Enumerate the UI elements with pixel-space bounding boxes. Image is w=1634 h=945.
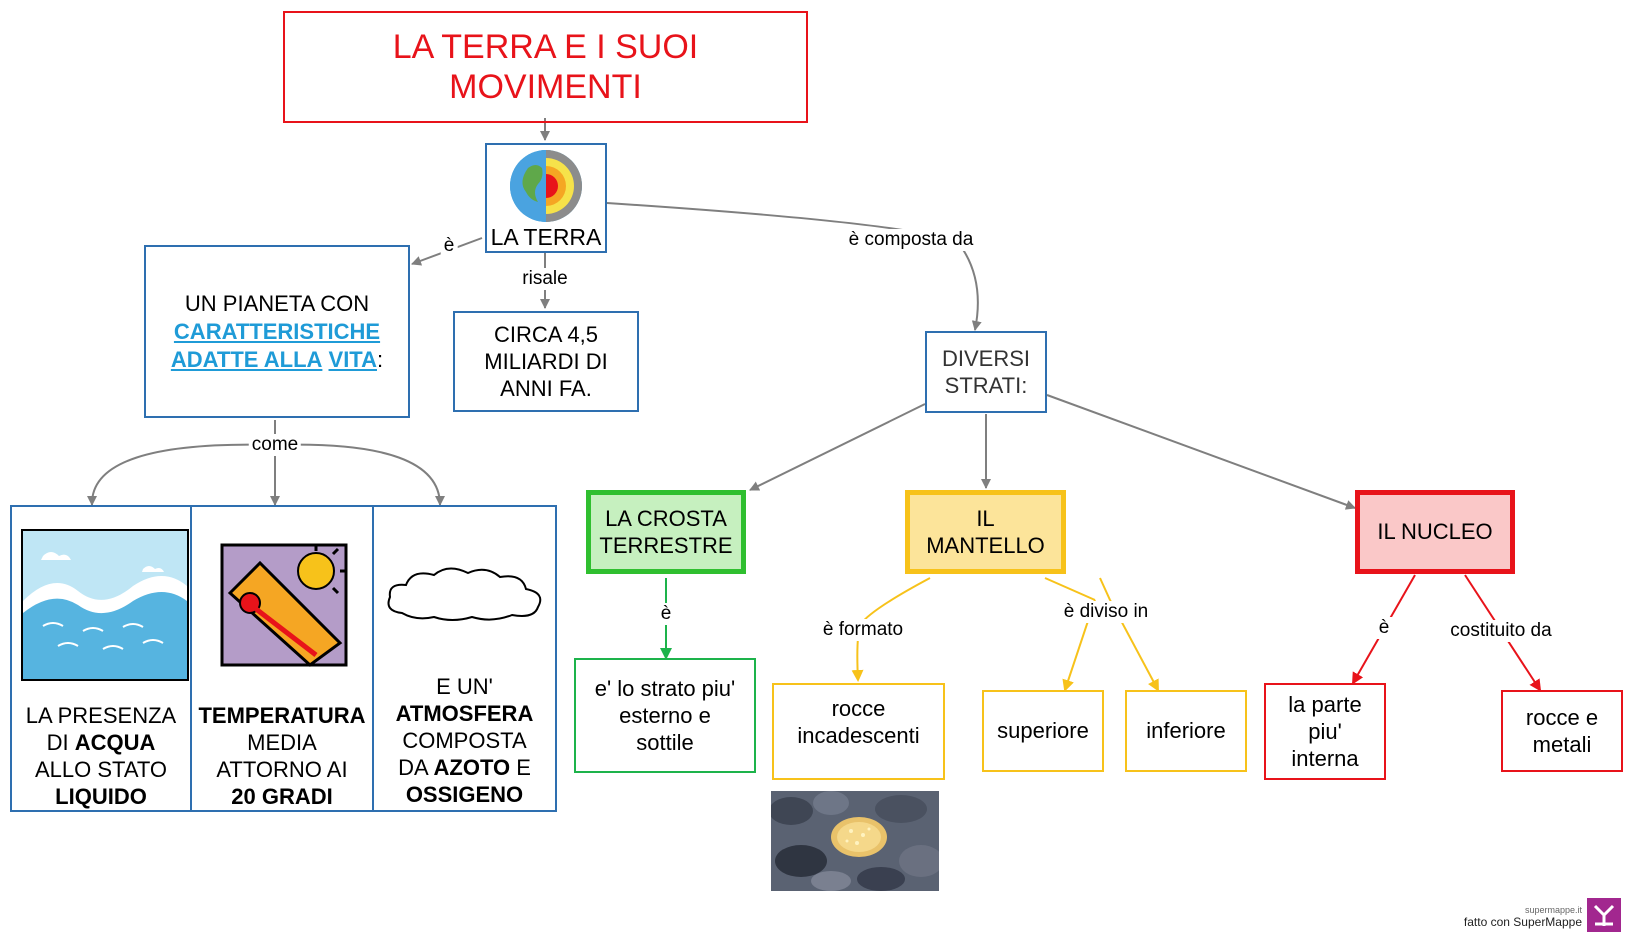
atm-l4b: AZOTO <box>433 755 511 780</box>
pianeta-node: UN PIANETA CON CARATTERISTICHE ADATTE AL… <box>144 245 410 418</box>
superiore-node: superiore <box>982 690 1104 772</box>
inferiore-label: inferiore <box>1146 718 1226 743</box>
vita-link[interactable]: VITA <box>328 346 377 372</box>
atm-l3: COMPOSTA <box>402 728 527 753</box>
eta-line1: CIRCA 4,5 <box>494 322 598 347</box>
rocce-incandescenti-node: rocce incadescenti <box>772 683 945 780</box>
crosta-node: LA CROSTA TERRESTRE <box>586 490 746 574</box>
adatte-alla-link[interactable]: ADATTE ALLA <box>170 346 323 372</box>
footer-brand: supermappe.it fatto con SuperMappe <box>1464 905 1582 929</box>
parte-line3: interna <box>1291 746 1359 771</box>
crosta-desc3: sottile <box>636 730 694 755</box>
earth-to-strati-connector <box>606 202 982 331</box>
link-label-e-nucleo: è <box>1375 617 1393 639</box>
link-label-risale: risale <box>519 268 571 290</box>
temp-l1: TEMPERATURA <box>198 703 366 728</box>
inferiore-node: inferiore <box>1125 690 1247 772</box>
glowing-rocks-photo <box>771 791 939 891</box>
pianeta-line1: UN PIANETA CON <box>184 290 370 316</box>
acqua-l4: LIQUIDO <box>55 784 147 809</box>
acqua-l2b: ACQUA <box>74 730 156 755</box>
pianeta-colon: : <box>377 346 384 372</box>
atm-l5: OSSIGENO <box>405 782 524 807</box>
parte-line1: la parte <box>1288 692 1362 717</box>
rm-line2: metali <box>1532 732 1592 757</box>
temp-l3: ATTORNO AI <box>216 757 348 782</box>
thermometer-sun-icon <box>220 543 348 667</box>
link-label-costituito: costituito da <box>1447 620 1555 642</box>
crosta-line1: LA CROSTA <box>605 506 727 531</box>
strati-to-nucleo-connector <box>1046 394 1356 510</box>
main-title-box: LA TERRA E I SUOI MOVIMENTI <box>283 11 808 123</box>
strati-line1: DIVERSI <box>941 346 1031 371</box>
crosta-desc-node: e' lo strato piu' esterno e sottile <box>574 658 756 773</box>
card-atmosfera: E UN' ATMOSFERA COMPOSTA DA AZOTO E OSSI… <box>372 505 557 812</box>
link-label-e-crosta: è <box>657 603 675 625</box>
rm-line1: rocce e <box>1525 705 1599 730</box>
mantello-line2: MANTELLO <box>926 533 1045 558</box>
mantello-node: IL MANTELLO <box>905 490 1066 574</box>
superiore-label: superiore <box>997 718 1089 743</box>
supermappe-logo-icon <box>1587 898 1621 932</box>
link-label-e-left: è <box>440 235 458 257</box>
eta-line2: MILIARDI DI <box>484 349 608 374</box>
link-label-come: come <box>248 434 302 456</box>
parte-line2: piu' <box>1308 719 1342 744</box>
footer-text: fatto con SuperMappe <box>1463 915 1582 929</box>
temp-l2: MEDIA <box>247 730 317 755</box>
water-waves-icon <box>21 529 189 681</box>
atm-l1: E UN' <box>436 674 493 699</box>
acqua-text: LA PRESENZA DI ACQUA ALLO STATO LIQUIDO <box>12 702 190 810</box>
acqua-l2a: DI <box>46 730 75 755</box>
atm-l4a: DA <box>398 755 434 780</box>
temp-l4: 20 GRADI <box>231 784 333 809</box>
rocce-metalli-node: rocce e metali <box>1501 690 1623 772</box>
cloud-icon <box>387 567 542 621</box>
link-label-diviso: è diviso in <box>1060 601 1152 623</box>
footer-small: supermappe.it <box>1524 905 1582 915</box>
main-title-line2: MOVIMENTI <box>449 68 642 106</box>
strati-node: DIVERSI STRATI: <box>925 331 1047 413</box>
caratteristiche-link[interactable]: CARATTERISTICHE <box>173 318 381 344</box>
rocce-line2: incadescenti <box>797 723 920 748</box>
earth-layers-icon <box>510 150 582 222</box>
pianeta-to-cards-connector <box>90 420 441 506</box>
earth-node: LA TERRA <box>485 143 607 253</box>
link-label-composta: è composta da <box>845 229 977 251</box>
temp-text: TEMPERATURA MEDIA ATTORNO AI 20 GRADI <box>192 702 372 810</box>
acqua-l3: ALLO STATO <box>34 757 168 782</box>
main-title-line1: LA TERRA E I SUOI <box>392 28 699 66</box>
crosta-desc2: esterno e <box>619 703 711 728</box>
crosta-desc1: e' lo strato piu' <box>594 676 736 701</box>
eta-node: CIRCA 4,5 MILIARDI DI ANNI FA. <box>453 311 639 412</box>
parte-interna-node: la parte piu' interna <box>1264 683 1386 780</box>
acqua-l1: LA PRESENZA <box>25 703 177 728</box>
earth-label: LA TERRA <box>490 224 602 250</box>
card-temperatura: TEMPERATURA MEDIA ATTORNO AI 20 GRADI <box>190 505 374 812</box>
eta-line3: ANNI FA. <box>500 376 592 401</box>
strati-line2: STRATI: <box>944 373 1028 398</box>
atm-text: E UN' ATMOSFERA COMPOSTA DA AZOTO E OSSI… <box>374 673 555 808</box>
mantello-line1: IL <box>976 506 995 531</box>
strati-to-crosta-connector <box>749 403 926 491</box>
nucleo-title: IL NUCLEO <box>1377 519 1493 544</box>
atm-l4c: E <box>510 755 531 780</box>
card-acqua: LA PRESENZA DI ACQUA ALLO STATO LIQUIDO <box>10 505 192 812</box>
rocce-line1: rocce <box>831 696 886 721</box>
crosta-line2: TERRESTRE <box>599 533 733 558</box>
atm-l2: ATMOSFERA <box>395 701 534 726</box>
nucleo-node: IL NUCLEO <box>1355 490 1515 574</box>
link-label-formato: è formato <box>819 619 907 641</box>
